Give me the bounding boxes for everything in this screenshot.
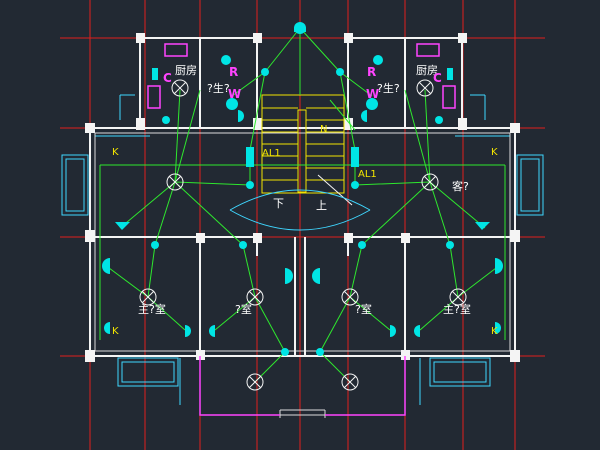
panel-right-label: AL1 [358,169,377,180]
stair-n-label: N [320,124,327,135]
aircon-bl-label: K [112,326,119,337]
lamp-kitchen-right [416,79,434,97]
stair: N [229,94,371,231]
lamp-bedroom-right [341,288,359,306]
wiring [99,27,506,383]
piers [85,33,520,362]
annotations [147,43,456,416]
bedroom-right-label: ?室 [355,302,372,316]
aircon-br-label: K [491,326,498,337]
lamp-bedroom-left [246,288,264,306]
lamp-balcony-left [246,373,264,391]
heater-right-label: R [367,65,376,79]
living-room-label: 客? [452,179,469,193]
panel-left-label: AL1 [262,148,281,159]
aircon-tl-label: K [112,147,119,158]
hood-left-label: C [163,71,172,85]
devices [102,22,503,356]
lamp-kitchen-left [171,79,189,97]
kitchen-left-label: 厨房 [175,64,197,77]
master-bedroom-left-label: 主?室 [138,302,166,316]
panel-right [351,147,359,167]
lamp-living-right [421,173,439,191]
room-labels: 厨房 厨房 ?生? ?生? 客? 下 上 主?室 主?室 ?室 ?室 AL1 A… [112,64,498,337]
lamp-living-left [166,173,184,191]
aircon-tr-label: K [491,147,498,158]
bedroom-left-label: ?室 [235,302,252,316]
lamp-balcony-right [341,373,359,391]
stair-up-label: 上 [316,199,327,212]
kitchen-right-label: 厨房 [416,64,438,77]
master-bedroom-right-label: 主?室 [443,302,471,316]
hood-right-label: C [433,71,442,85]
wash-left-label: W [228,87,241,101]
windows [61,94,544,405]
toilet-left-label: ?生? [207,81,230,95]
stair-down-label: 下 [273,197,284,210]
lamp-master-right [449,288,467,306]
ceiling-lamps [139,79,467,391]
lamp-master-left [139,288,157,306]
toilet-right-label: ?生? [377,81,400,95]
wash-right-label: W [366,87,379,101]
heater-left-label: R [229,65,238,79]
distribution-panels [246,147,359,167]
panel-left [246,147,254,167]
